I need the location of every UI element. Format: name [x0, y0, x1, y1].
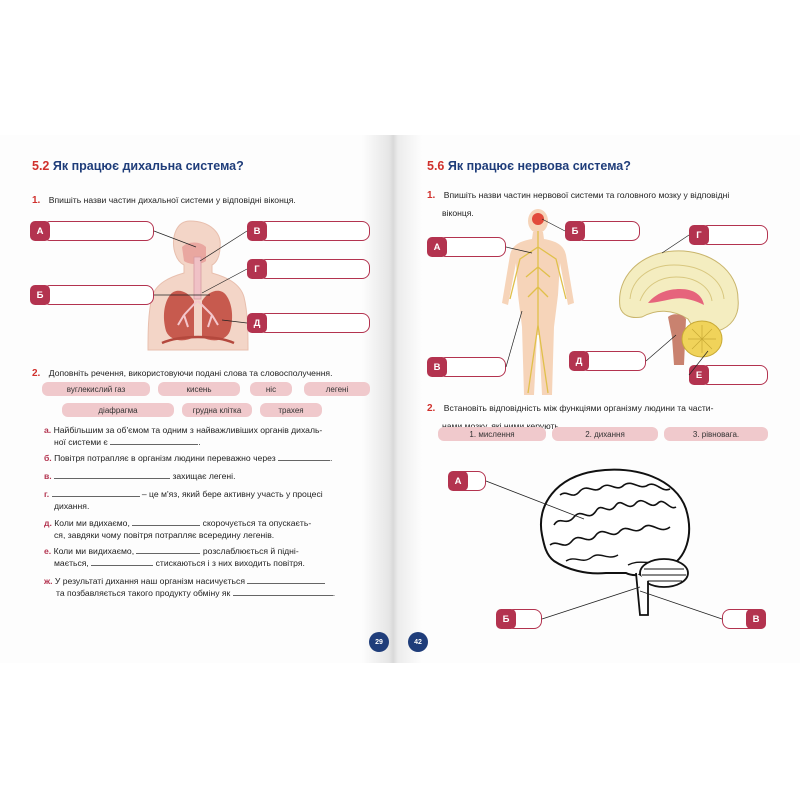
sentence-item-d: д. Коли ми вдихаємо, скорочується та опу… [44, 517, 312, 540]
fill-blank[interactable] [278, 452, 331, 461]
right-q1-text-2: віконця. [442, 208, 474, 218]
function-chip: 1. мислення [438, 427, 546, 441]
right-leader-lines [505, 218, 709, 376]
label-tag-v-nervous: В [427, 357, 447, 377]
sentence-item-e: е. Коли ми видихаємо, розслаблюється й п… [44, 545, 305, 568]
label-tag-v-brain: В [746, 609, 766, 629]
fill-blank[interactable] [136, 545, 201, 554]
function-chip: 3. рівновага. [664, 427, 768, 441]
sentence-item-b: б. Повітря потрапляє в організм людини п… [44, 452, 333, 463]
left-q1-text: Впишіть назви частин дихальної системи у… [48, 195, 296, 205]
word-chip: діафрагма [62, 403, 174, 417]
label-tag-d: Д [247, 313, 267, 333]
label-tag-g: Г [247, 259, 267, 279]
sentence-item-g: г. – це м'яз, який бере активну участь у… [44, 488, 323, 511]
left-q2-text: Доповніть речення, використовуючи подані… [48, 368, 333, 378]
label-tag-v: В [247, 221, 267, 241]
left-q1-number: 1. [32, 195, 41, 206]
right-question-2: 2. Встановіть відповідність між функціям… [427, 398, 777, 434]
label-tag-b: Б [30, 285, 50, 305]
fill-blank[interactable] [247, 575, 326, 584]
label-tag-a: А [30, 221, 50, 241]
label-tag-b-brain: Б [496, 609, 516, 629]
fill-blank[interactable] [51, 488, 140, 497]
label-tag-b-nervous: Б [565, 221, 585, 241]
word-chip: кисень [158, 382, 240, 396]
left-q2-number: 2. [32, 368, 41, 379]
left-section-title: 5.2 Як працює дихальна система? [32, 159, 244, 173]
fill-blank[interactable] [54, 470, 171, 479]
right-q2-text-2: нами мозку, які ними керують. [442, 421, 562, 431]
label-tag-a-nervous: А [427, 237, 447, 257]
left-page-number: 29 [369, 632, 389, 652]
respiratory-system-illustration [147, 220, 249, 351]
right-page-number: 42 [408, 632, 428, 652]
right-q1-number: 1. [427, 190, 436, 201]
word-chip: грудна клітка [182, 403, 252, 417]
fill-blank[interactable] [91, 557, 154, 566]
left-question-2: 2. Доповніть речення, використовуючи под… [32, 363, 332, 381]
left-leader-lines [153, 230, 248, 324]
book-gutter [362, 135, 422, 663]
word-chip: ніс [250, 382, 292, 396]
fill-blank[interactable] [132, 517, 201, 526]
book-spread: 5.2 Як працює дихальна система? 1. Впиші… [0, 135, 800, 663]
right-question-1: 1. Впишіть назви частин нервової системи… [427, 185, 777, 221]
sentence-item-zh: ж. У результаті дихання наш організм нас… [44, 575, 336, 598]
right-section-number: 5.6 [427, 159, 445, 173]
fill-blank[interactable] [110, 436, 199, 445]
human-nervous-system-illustration [502, 209, 574, 395]
function-chip: 2. дихання [552, 427, 658, 441]
brain-cross-section-illustration [619, 250, 739, 365]
word-chip: легені [304, 382, 370, 396]
label-tag-g-brain: Г [689, 225, 709, 245]
right-section-title-text: Як працює нервова система? [447, 159, 631, 173]
label-tag-e-brain: Е [689, 365, 709, 385]
right-section-title: 5.6 Як працює нервова система? [427, 159, 631, 173]
word-chip: вуглекислий газ [42, 382, 150, 396]
right-q2-number: 2. [427, 403, 436, 414]
left-question-1: 1. Впишіть назви частин дихальної систем… [32, 190, 296, 208]
label-tag-d-brain: Д [569, 351, 589, 371]
label-tag-a-brain: А [448, 471, 468, 491]
word-chip: трахея [260, 403, 322, 417]
right-q1-text: Впишіть назви частин нервової системи та… [443, 190, 730, 200]
brain-leader-lines [485, 480, 723, 620]
sentence-item-v: в. захищає легені. [44, 470, 236, 481]
right-q2-text: Встановіть відповідність між функціями о… [443, 403, 714, 413]
fill-blank[interactable] [232, 587, 333, 596]
brain-outline-illustration [540, 468, 691, 616]
left-section-number: 5.2 [32, 159, 50, 173]
sentence-item-a: а. Найбільшим за об'ємом та одним з найв… [44, 425, 323, 447]
left-section-title-text: Як працює дихальна система? [52, 159, 244, 173]
